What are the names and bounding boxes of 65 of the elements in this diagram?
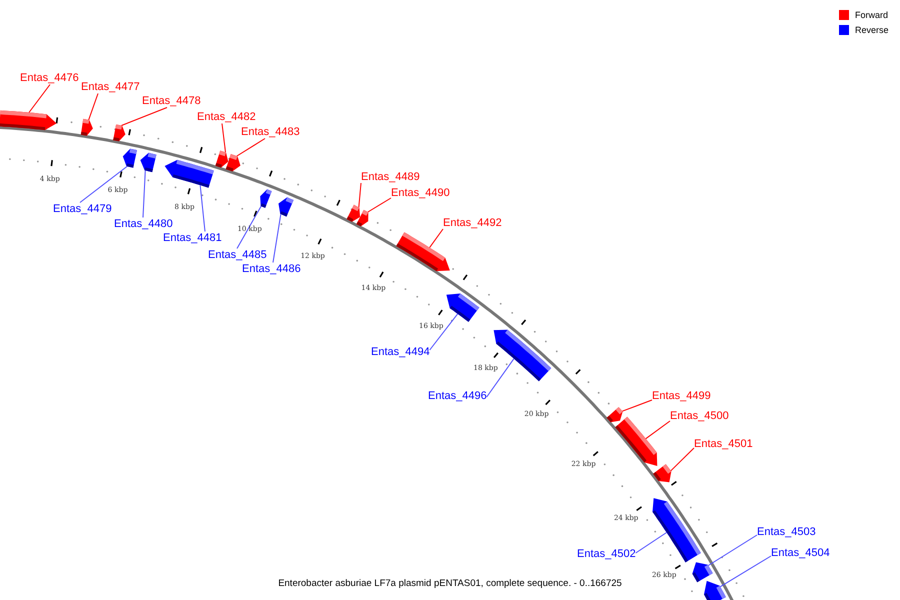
leader-line xyxy=(222,123,226,153)
gene-feature xyxy=(0,110,57,130)
gene-label: Entas_4494 xyxy=(371,346,430,358)
leader-line xyxy=(720,556,772,588)
gene-label: Entas_4486 xyxy=(242,262,301,276)
gene-label: Entas_4490 xyxy=(391,186,450,200)
leader-line xyxy=(645,420,670,440)
gene-feature xyxy=(122,148,137,168)
gene-feature xyxy=(653,464,672,482)
leader-line xyxy=(236,206,262,249)
gene-feature xyxy=(260,189,272,208)
gene-label: Entas_4483 xyxy=(241,126,300,138)
gene-label: Entas_4479 xyxy=(53,202,112,216)
leader-line xyxy=(142,170,146,218)
gene-label: Entas_4480 xyxy=(114,218,173,230)
leader-line xyxy=(429,228,444,248)
caption: Enterobacter asburiae LF7a plasmid pENTAS01, complete sequence. - 0..166725 xyxy=(278,578,622,589)
leader-line xyxy=(708,534,758,566)
gene-label: Entas_4482 xyxy=(197,110,256,124)
gene-label: Entas_4481 xyxy=(163,232,222,244)
gene-label: Entas_4476 xyxy=(20,72,79,84)
gene-label: Entas_4499 xyxy=(652,390,711,402)
gene-label: Entas_4503 xyxy=(757,526,816,538)
leader-line xyxy=(272,214,282,263)
gene-feature xyxy=(692,562,713,582)
gene-feature xyxy=(606,407,623,422)
gene-feature xyxy=(164,160,214,188)
gene-label: Entas_4492 xyxy=(443,216,502,230)
gene-label: Entas_4504 xyxy=(771,546,830,560)
gene-label: Entas_4496 xyxy=(428,390,487,402)
gene-feature xyxy=(113,124,126,142)
leader-line xyxy=(670,448,694,472)
legend-label: Reverse xyxy=(855,24,889,36)
gene-label: Entas_4502 xyxy=(577,548,636,560)
leader-line xyxy=(429,313,458,350)
leader-line xyxy=(28,84,50,113)
gene-label: Entas_4477 xyxy=(81,80,140,94)
gene-feature xyxy=(652,498,701,562)
gene-feature xyxy=(226,154,240,172)
leader-line xyxy=(236,138,266,156)
leader-line xyxy=(80,166,128,203)
gene-feature xyxy=(346,204,360,222)
gene-feature xyxy=(615,416,658,466)
leader-line xyxy=(486,358,514,398)
gene-label: Entas_4478 xyxy=(142,94,201,108)
leader-line xyxy=(622,400,652,412)
leader-line xyxy=(88,93,98,120)
gene-feature xyxy=(278,197,294,217)
gene-label: Entas_4489 xyxy=(361,170,420,184)
legend-label: Forward xyxy=(855,10,888,20)
leader-line xyxy=(367,198,392,212)
gene-label: Entas_4501 xyxy=(694,438,753,450)
gene-feature xyxy=(215,150,228,168)
leader-line xyxy=(358,182,362,208)
gene-feature xyxy=(704,580,726,600)
leader-line xyxy=(121,107,168,126)
gene-feature xyxy=(396,232,450,272)
leader-line xyxy=(200,184,206,232)
gene-label: Entas_4485 xyxy=(208,248,267,262)
gene-feature xyxy=(356,210,368,226)
gene-feature xyxy=(140,152,156,172)
gene-feature xyxy=(446,294,480,322)
gene-label: Entas_4500 xyxy=(670,410,729,422)
leader-line xyxy=(635,532,668,554)
gene-feature xyxy=(80,118,93,136)
